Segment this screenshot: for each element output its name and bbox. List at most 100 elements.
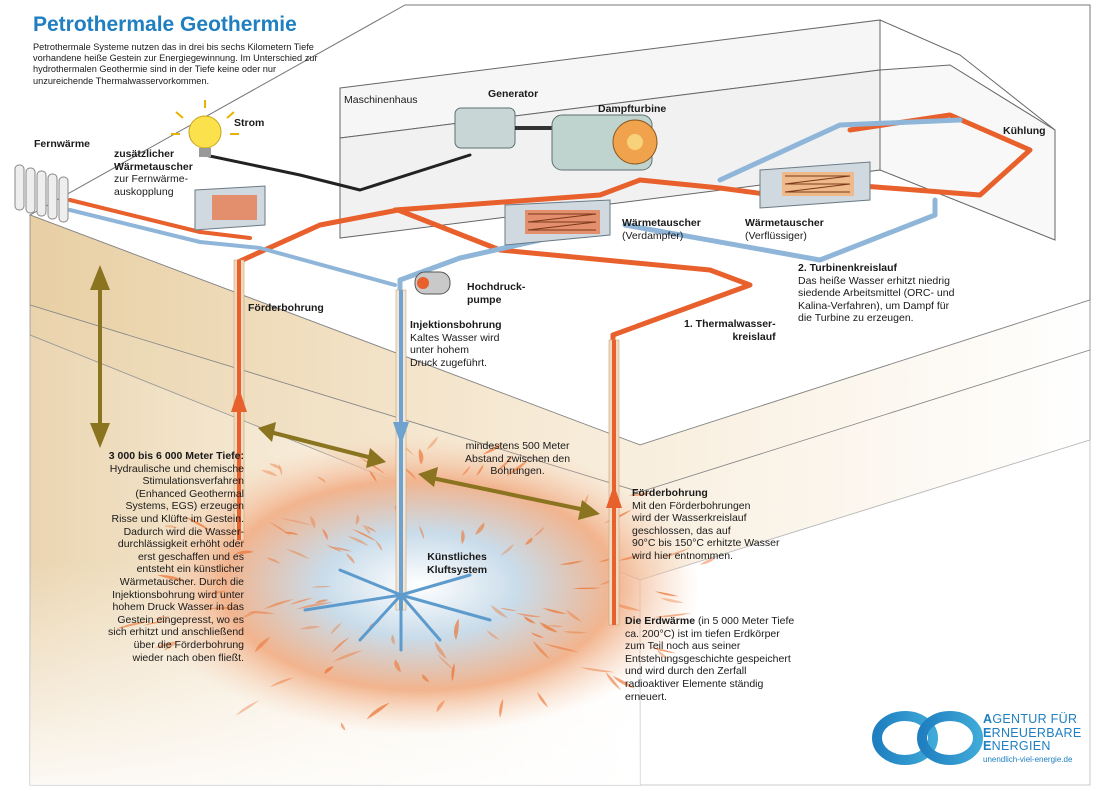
fracture-crack: [285, 548, 310, 560]
aee-logo-text: AGENTUR FÜR ERNEUERBARE ENERGIEN: [983, 712, 1082, 753]
fracture-crack: [434, 641, 447, 659]
fracture-crack: [310, 515, 316, 529]
label-kluftsystem: Künstliches Kluftsystem: [427, 551, 488, 576]
light-bulb-icon: [171, 100, 239, 157]
fracture-crack: [325, 544, 342, 553]
injection-spokes: [303, 568, 492, 652]
fracture-crack: [482, 443, 503, 455]
fracture-crack: [506, 459, 529, 477]
label-waermetauscher-verfluessiger: Wärmetauscher (Verflüssiger): [745, 217, 824, 242]
fracture-crack: [628, 492, 653, 497]
fracture-crack: [515, 613, 542, 618]
fracture-crack: [572, 587, 602, 590]
fracture-crack: [210, 590, 227, 595]
fracture-crack: [542, 607, 568, 615]
text-tiefe: 3 000 bis 6 000 Meter Tiefe: Hydraulisch…: [108, 450, 244, 664]
fracture-crack: [254, 636, 271, 653]
fracture-crack: [559, 560, 584, 565]
fracture-crack: [265, 557, 281, 564]
fracture-crack: [453, 618, 459, 641]
fracture-crack: [163, 525, 178, 528]
fracture-crack: [649, 646, 677, 654]
page-title: Petrothermale Geothermie: [33, 13, 297, 36]
fracture-crack: [268, 463, 282, 470]
fracture-crack: [652, 612, 692, 618]
fracture-crack: [476, 464, 484, 477]
fracture-crack: [543, 643, 580, 653]
fracture-crack: [331, 636, 350, 654]
wells: [231, 259, 622, 626]
text-injektionsbohrung: Injektionsbohrung Kaltes Wasser wird unt…: [410, 319, 502, 369]
flow-arrow-up-left: [231, 388, 247, 412]
fracture-crack: [247, 611, 276, 614]
fracture-crack: [347, 536, 369, 547]
fracture-crack: [563, 631, 587, 634]
fracture-crack: [495, 455, 514, 473]
flow-arrow-up-right: [606, 485, 622, 508]
power-cable: [203, 153, 472, 192]
fracture-crack: [296, 602, 334, 610]
fracture-crack: [364, 525, 377, 533]
fracture-crack: [437, 653, 456, 672]
fracture-crack: [310, 585, 333, 588]
district-cold-pipe: [68, 208, 397, 287]
fracture-crack: [332, 650, 363, 662]
fracture-crack: [322, 528, 328, 541]
fracture-crack: [260, 470, 278, 477]
fracture-crack: [523, 616, 536, 624]
fracture-crack: [270, 677, 294, 688]
label-generator: Generator: [488, 88, 539, 100]
flow-arrow-down-injection: [393, 422, 409, 445]
fracture-crack: [164, 642, 177, 651]
fracture-crack: [618, 554, 639, 561]
label-thermalwasserkreislauf: 1. Thermalwasser- kreislauf: [684, 318, 776, 343]
fracture-crack: [355, 514, 360, 526]
fracture-crack: [362, 524, 371, 535]
pipes: [68, 112, 1033, 348]
turbine-loop-cold: [622, 197, 938, 263]
label-dampfturbine: Dampfturbine: [598, 103, 667, 115]
fracture-crack: [279, 518, 314, 526]
fracture-crack: [375, 540, 383, 552]
fracture-crack: [351, 528, 377, 542]
fracture-crack: [345, 553, 355, 564]
fracture-crack: [418, 448, 424, 465]
distance-arrows: [90, 265, 600, 520]
aee-logo-url: unendlich-viel-energie.de: [983, 755, 1073, 764]
fracture-crack: [532, 640, 550, 660]
aee-logo-symbol: [872, 711, 983, 765]
heat-exchanger-verfluessiger: [759, 161, 871, 209]
fracture-crack: [289, 597, 314, 605]
fracture-crack: [486, 629, 500, 641]
radiator-icon: [14, 164, 69, 223]
fracture-crack: [278, 463, 283, 476]
fracture-crack: [461, 529, 465, 545]
text-erdwaerme: Die Erdwärme (in 5 000 Meter Tiefe ca. 2…: [625, 615, 795, 703]
fracture-crack: [157, 575, 185, 582]
fracture-crack: [422, 673, 430, 683]
fracture-crack: [537, 691, 549, 708]
fracture-crack: [499, 698, 504, 718]
label-foerderbohrung-left: Förderbohrung: [248, 302, 324, 314]
fracture-crack: [153, 641, 180, 649]
fracture-crack: [461, 465, 471, 477]
fracture-crack: [115, 621, 151, 629]
text-foerderbohrung-right: Förderbohrung Mit den Förderbohrungen wi…: [632, 487, 780, 562]
cooling-loop-cold: [717, 117, 963, 183]
fracture-crack: [368, 470, 377, 482]
fracture-crack: [203, 607, 241, 610]
fracture-crack: [475, 522, 485, 535]
fracture-crack: [314, 599, 329, 604]
label-fernwaerme: Fernwärme: [34, 138, 91, 150]
heat-exchanger-fernwaerme: [194, 185, 266, 231]
fracture-crack: [263, 599, 294, 610]
text-turbinenkreislauf: 2. Turbinenkreislauf Das heiße Wasser er…: [798, 262, 955, 325]
fracture-crack: [316, 476, 327, 483]
fracture-crack: [579, 667, 615, 673]
fracture-crack: [530, 632, 545, 639]
fracture-crack: [566, 609, 583, 623]
fracture-crack: [183, 516, 212, 532]
fracture-crack: [142, 620, 171, 626]
intro-text: Petrothermale Systeme nutzen das in drei…: [33, 42, 318, 86]
